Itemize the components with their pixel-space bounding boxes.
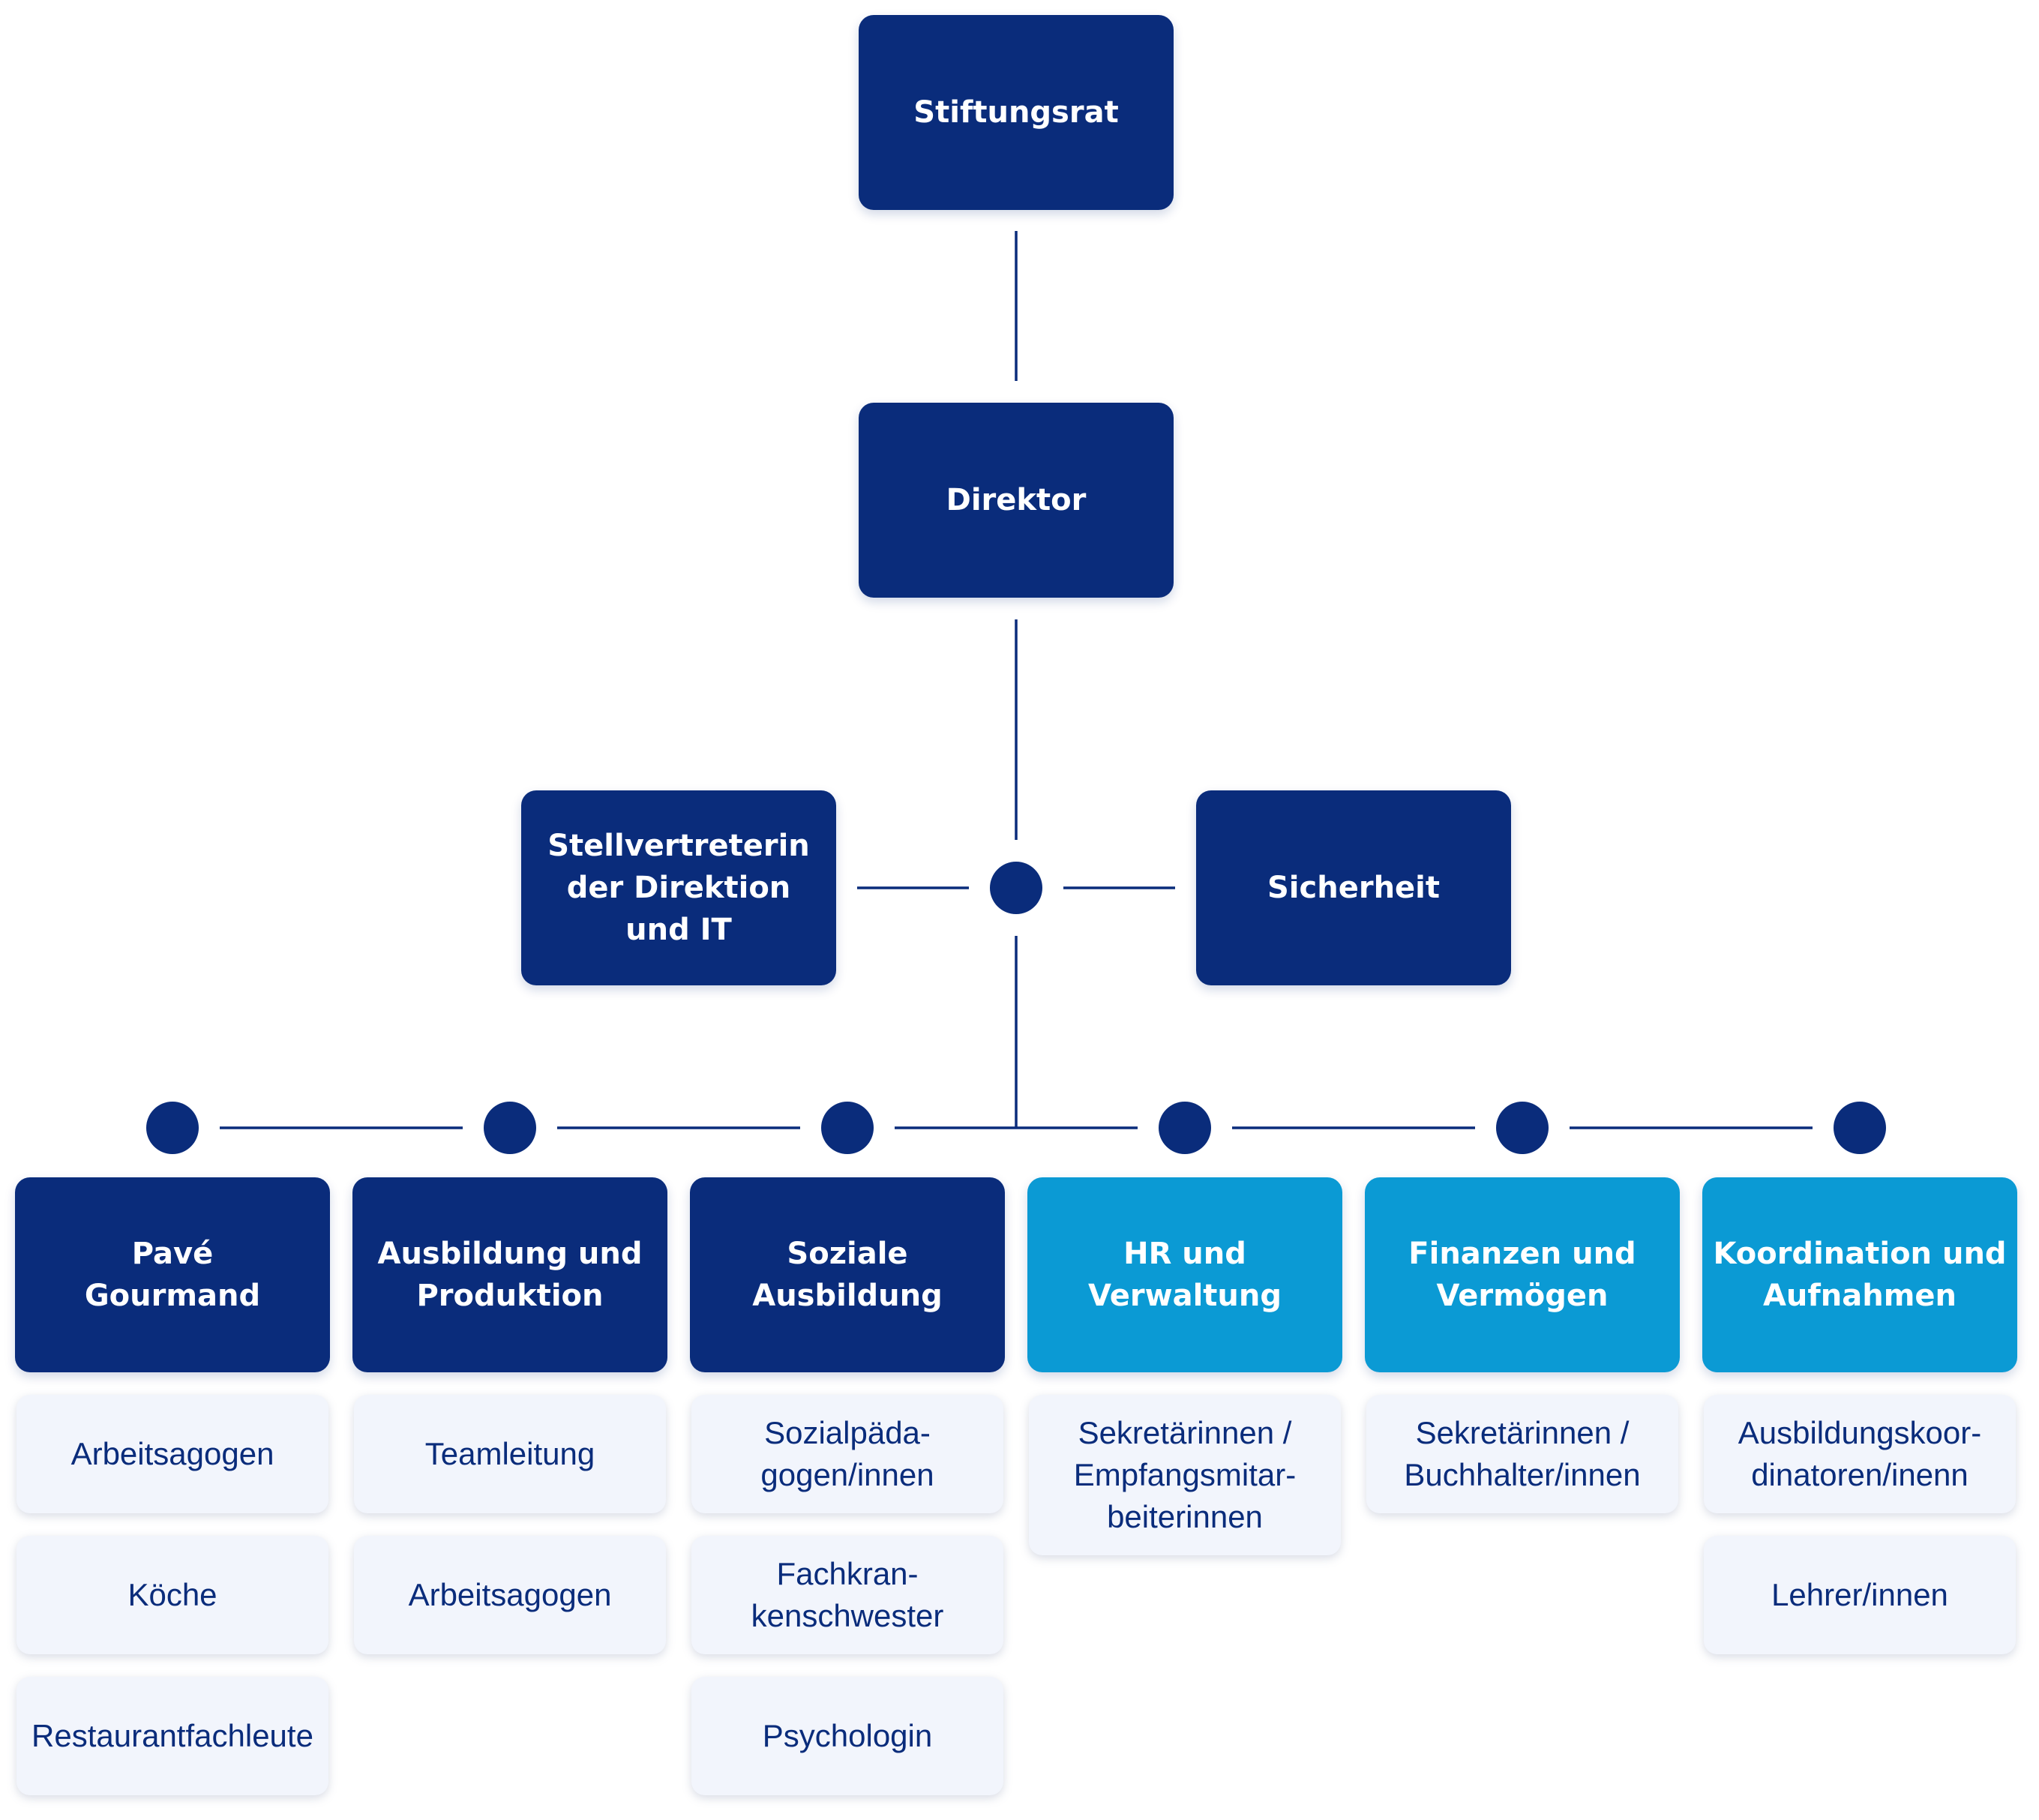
department-title: Pavé Gourmand [84,1237,261,1313]
role-label: Sozialpäda- gogen/innen [760,1415,934,1492]
role-box[interactable]: Arbeitsagogen [16,1395,328,1513]
role-label: Arbeitsagogen [408,1577,612,1612]
role-box[interactable]: Arbeitsagogen [354,1536,666,1654]
department-box[interactable]: HR und Verwaltung [1027,1177,1342,1372]
role-box[interactable]: Sekretärinnen / Empfangsmitar- beiterinn… [1029,1395,1341,1555]
role-box[interactable]: Ausbildungskoor- dinatoren/inenn [1704,1395,2016,1513]
node-deputy-label: Stellvertreterin der Direktion und IT [547,829,810,947]
department-box[interactable]: Finanzen und Vermögen [1365,1177,1680,1372]
role-box[interactable]: Sozialpäda- gogen/innen [691,1395,1003,1513]
role-box[interactable]: Restaurantfachleute [16,1677,328,1795]
node-security-label: Sicherheit [1267,871,1440,905]
node-deputy-direction-it[interactable]: Stellvertreterin der Direktion und IT [521,790,836,985]
role-label: Köche [127,1577,217,1612]
department-box[interactable]: Koordination und Aufnahmen [1702,1177,2017,1372]
department-dot [1496,1102,1549,1154]
department-box[interactable]: Soziale Ausbildung [690,1177,1005,1372]
role-label: Teamleitung [424,1436,595,1471]
department-dot [146,1102,199,1154]
role-box[interactable]: Fachkran- kenschwester [691,1536,1003,1654]
node-director[interactable]: Direktor [859,403,1174,598]
department-title: HR und Verwaltung [1088,1237,1282,1313]
role-label: Arbeitsagogen [70,1436,274,1471]
department-dot [484,1102,536,1154]
department-title: Soziale Ausbildung [752,1237,943,1313]
role-box[interactable]: Psychologin [691,1677,1003,1795]
department-box[interactable]: Pavé Gourmand [15,1177,330,1372]
role-box[interactable]: Teamleitung [354,1395,666,1513]
department-dot [1834,1102,1886,1154]
node-board-label: Stiftungsrat [913,95,1119,130]
role-label: Lehrer/innen [1771,1577,1948,1612]
role-box[interactable]: Köche [16,1536,328,1654]
department-title: Ausbildung und Produktion [377,1237,643,1313]
department-dot [821,1102,874,1154]
role-label: Restaurantfachleute [31,1718,313,1753]
department-connectors [146,1102,1886,1154]
role-box[interactable]: Lehrer/innen [1704,1536,2016,1654]
role-label: Fachkran- kenschwester [751,1556,944,1633]
node-security[interactable]: Sicherheit [1196,790,1511,985]
department-dot [1159,1102,1211,1154]
department-title: Finanzen und Vermögen [1408,1237,1636,1313]
node-board[interactable]: Stiftungsrat [859,15,1174,210]
role-label: Ausbildungskoor- dinatoren/inenn [1738,1415,1982,1492]
department-box[interactable]: Ausbildung und Produktion [352,1177,667,1372]
node-director-label: Direktor [946,483,1087,517]
role-label: Sekretärinnen / Empfangsmitar- beiterinn… [1073,1415,1297,1534]
role-label: Sekretärinnen / Buchhalter/innen [1404,1415,1641,1492]
role-box[interactable]: Sekretärinnen / Buchhalter/innen [1366,1395,1678,1513]
role-label: Psychologin [762,1718,933,1753]
hub-dot [990,862,1042,914]
department-title: Koordination und Aufnahmen [1713,1237,2007,1313]
